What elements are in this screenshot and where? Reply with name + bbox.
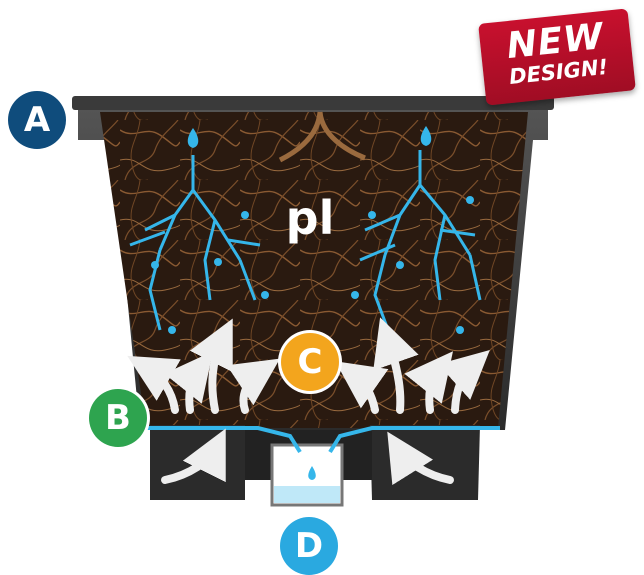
brand-logo: pl xyxy=(280,188,340,248)
pot-rim xyxy=(72,96,554,110)
label-b-badge: B xyxy=(89,389,147,447)
new-design-banner: NEW DESIGN! xyxy=(478,8,636,105)
label-a-badge: A xyxy=(8,91,66,149)
label-c-badge: C xyxy=(281,333,339,391)
label-d-badge: D xyxy=(280,517,338,575)
